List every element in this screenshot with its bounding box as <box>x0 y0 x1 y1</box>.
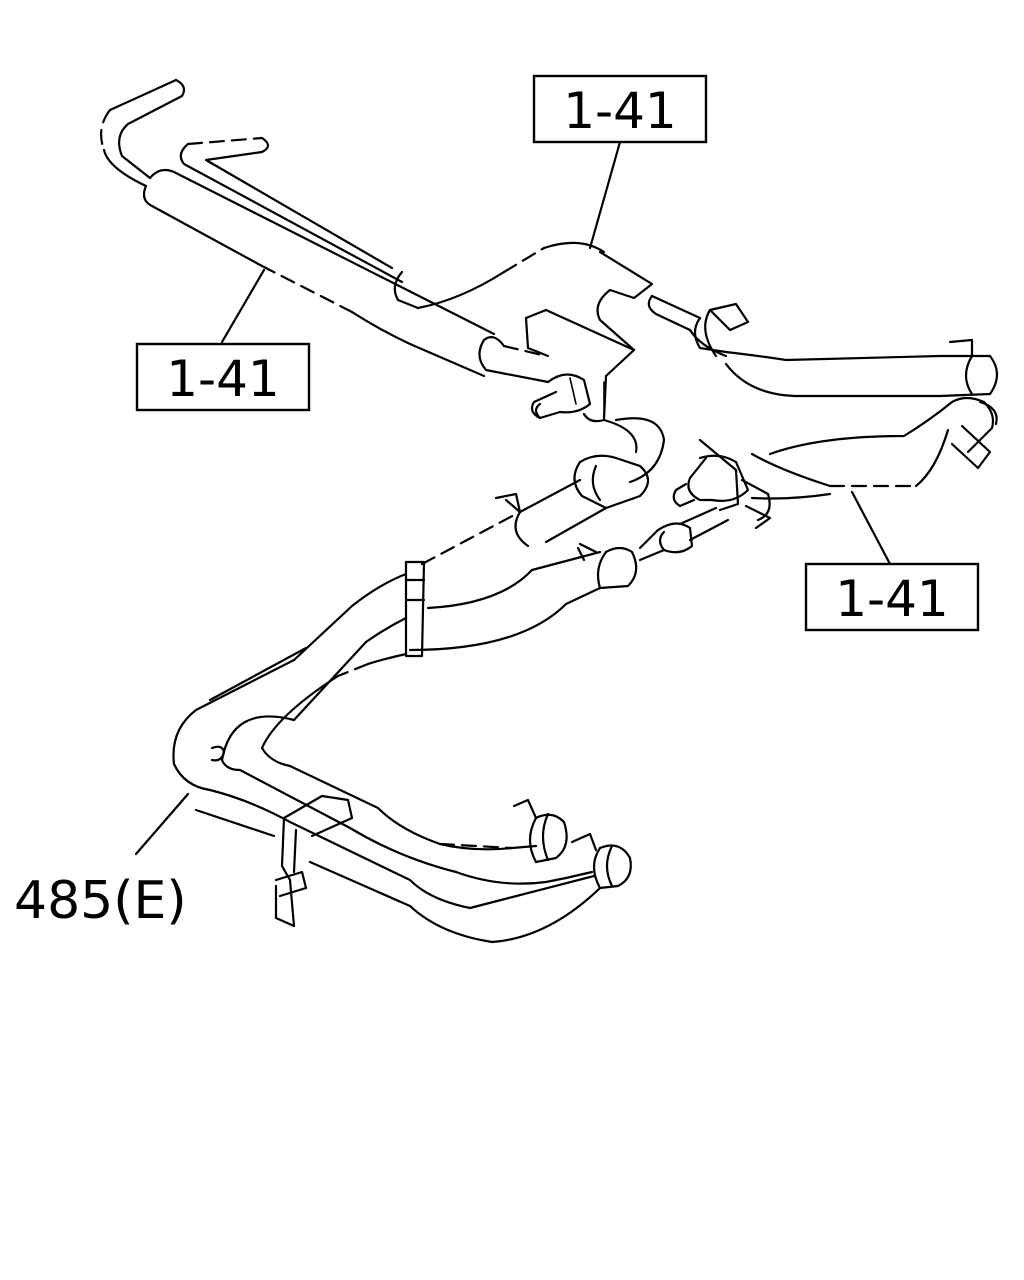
right-lower-hose <box>750 396 998 500</box>
mounting-bracket <box>524 250 654 423</box>
ref-box-left <box>135 342 311 412</box>
ref-box-top <box>532 74 708 144</box>
ref-callout-left: 1-41 <box>135 342 311 412</box>
ref-callout-right: 1-41 <box>804 562 980 632</box>
center-couplings <box>494 417 772 590</box>
leader-line-part <box>134 792 190 856</box>
part-number-label: 485(E) <box>14 871 187 931</box>
upper-left-hose-pair <box>99 78 606 384</box>
lower-hose-bundle <box>172 512 602 792</box>
leader-lines <box>134 140 892 856</box>
leader-line-left <box>220 268 266 344</box>
leader-line-top <box>588 140 622 250</box>
ref-box-right <box>804 562 980 632</box>
right-upper-hose <box>647 294 999 398</box>
ref-label-top: 1-41 <box>563 82 676 140</box>
ref-label-right: 1-41 <box>835 570 948 628</box>
ref-label-left: 1-41 <box>166 350 279 408</box>
ref-callout-top: 1-41 <box>532 74 708 144</box>
lower-run-hoses <box>194 764 632 944</box>
bolt-nipple-upper <box>530 373 592 420</box>
leader-line-right <box>850 490 892 566</box>
